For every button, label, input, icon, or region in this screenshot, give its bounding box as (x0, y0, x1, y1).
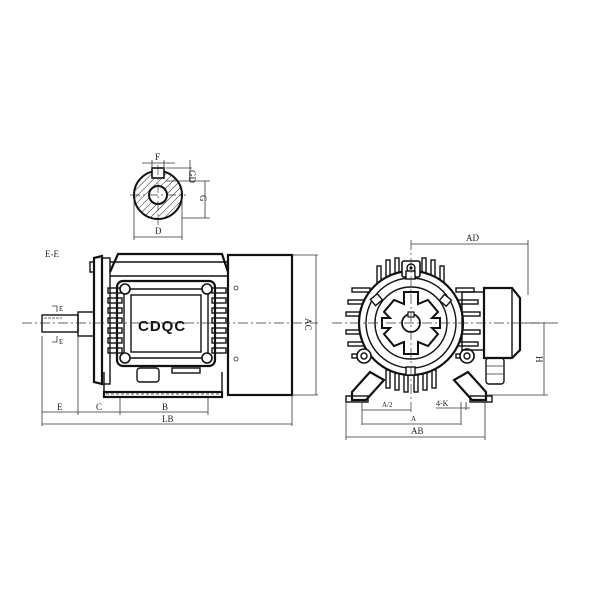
dim-label-ac: AC (303, 318, 313, 331)
motor-end-view: AD H A/2 4-K A AB (332, 233, 560, 440)
dim-label-c: C (96, 402, 102, 412)
motor-side-view: E-E E E (22, 249, 318, 426)
dim-label-ab: AB (411, 426, 424, 436)
dim-label-d: D (155, 226, 162, 236)
cooling-fins-left (107, 287, 123, 354)
dim-label-b: B (162, 402, 168, 412)
section-view-label: E-E (45, 249, 59, 259)
dim-label-f: F (155, 152, 160, 162)
dim-label-gd: GD (187, 170, 197, 183)
dim-label-lb: LB (162, 414, 174, 424)
dim-label-h: H (534, 356, 544, 363)
dim-label-g: G (198, 195, 208, 202)
dim-label-4k: 4-K (436, 399, 449, 408)
dim-label-a-half: A/2 (382, 401, 393, 409)
dim-label-ad: AD (466, 233, 479, 243)
brand-logo-text: CDQC (138, 318, 186, 335)
dim-label-a: A (411, 415, 416, 423)
terminal-box: CDQC (115, 279, 217, 368)
shaft-cross-section: F GD G D (130, 152, 210, 240)
section-marker-top: E (59, 305, 63, 313)
dim-label-e: E (57, 402, 63, 412)
section-marker-bottom: E (59, 338, 63, 346)
